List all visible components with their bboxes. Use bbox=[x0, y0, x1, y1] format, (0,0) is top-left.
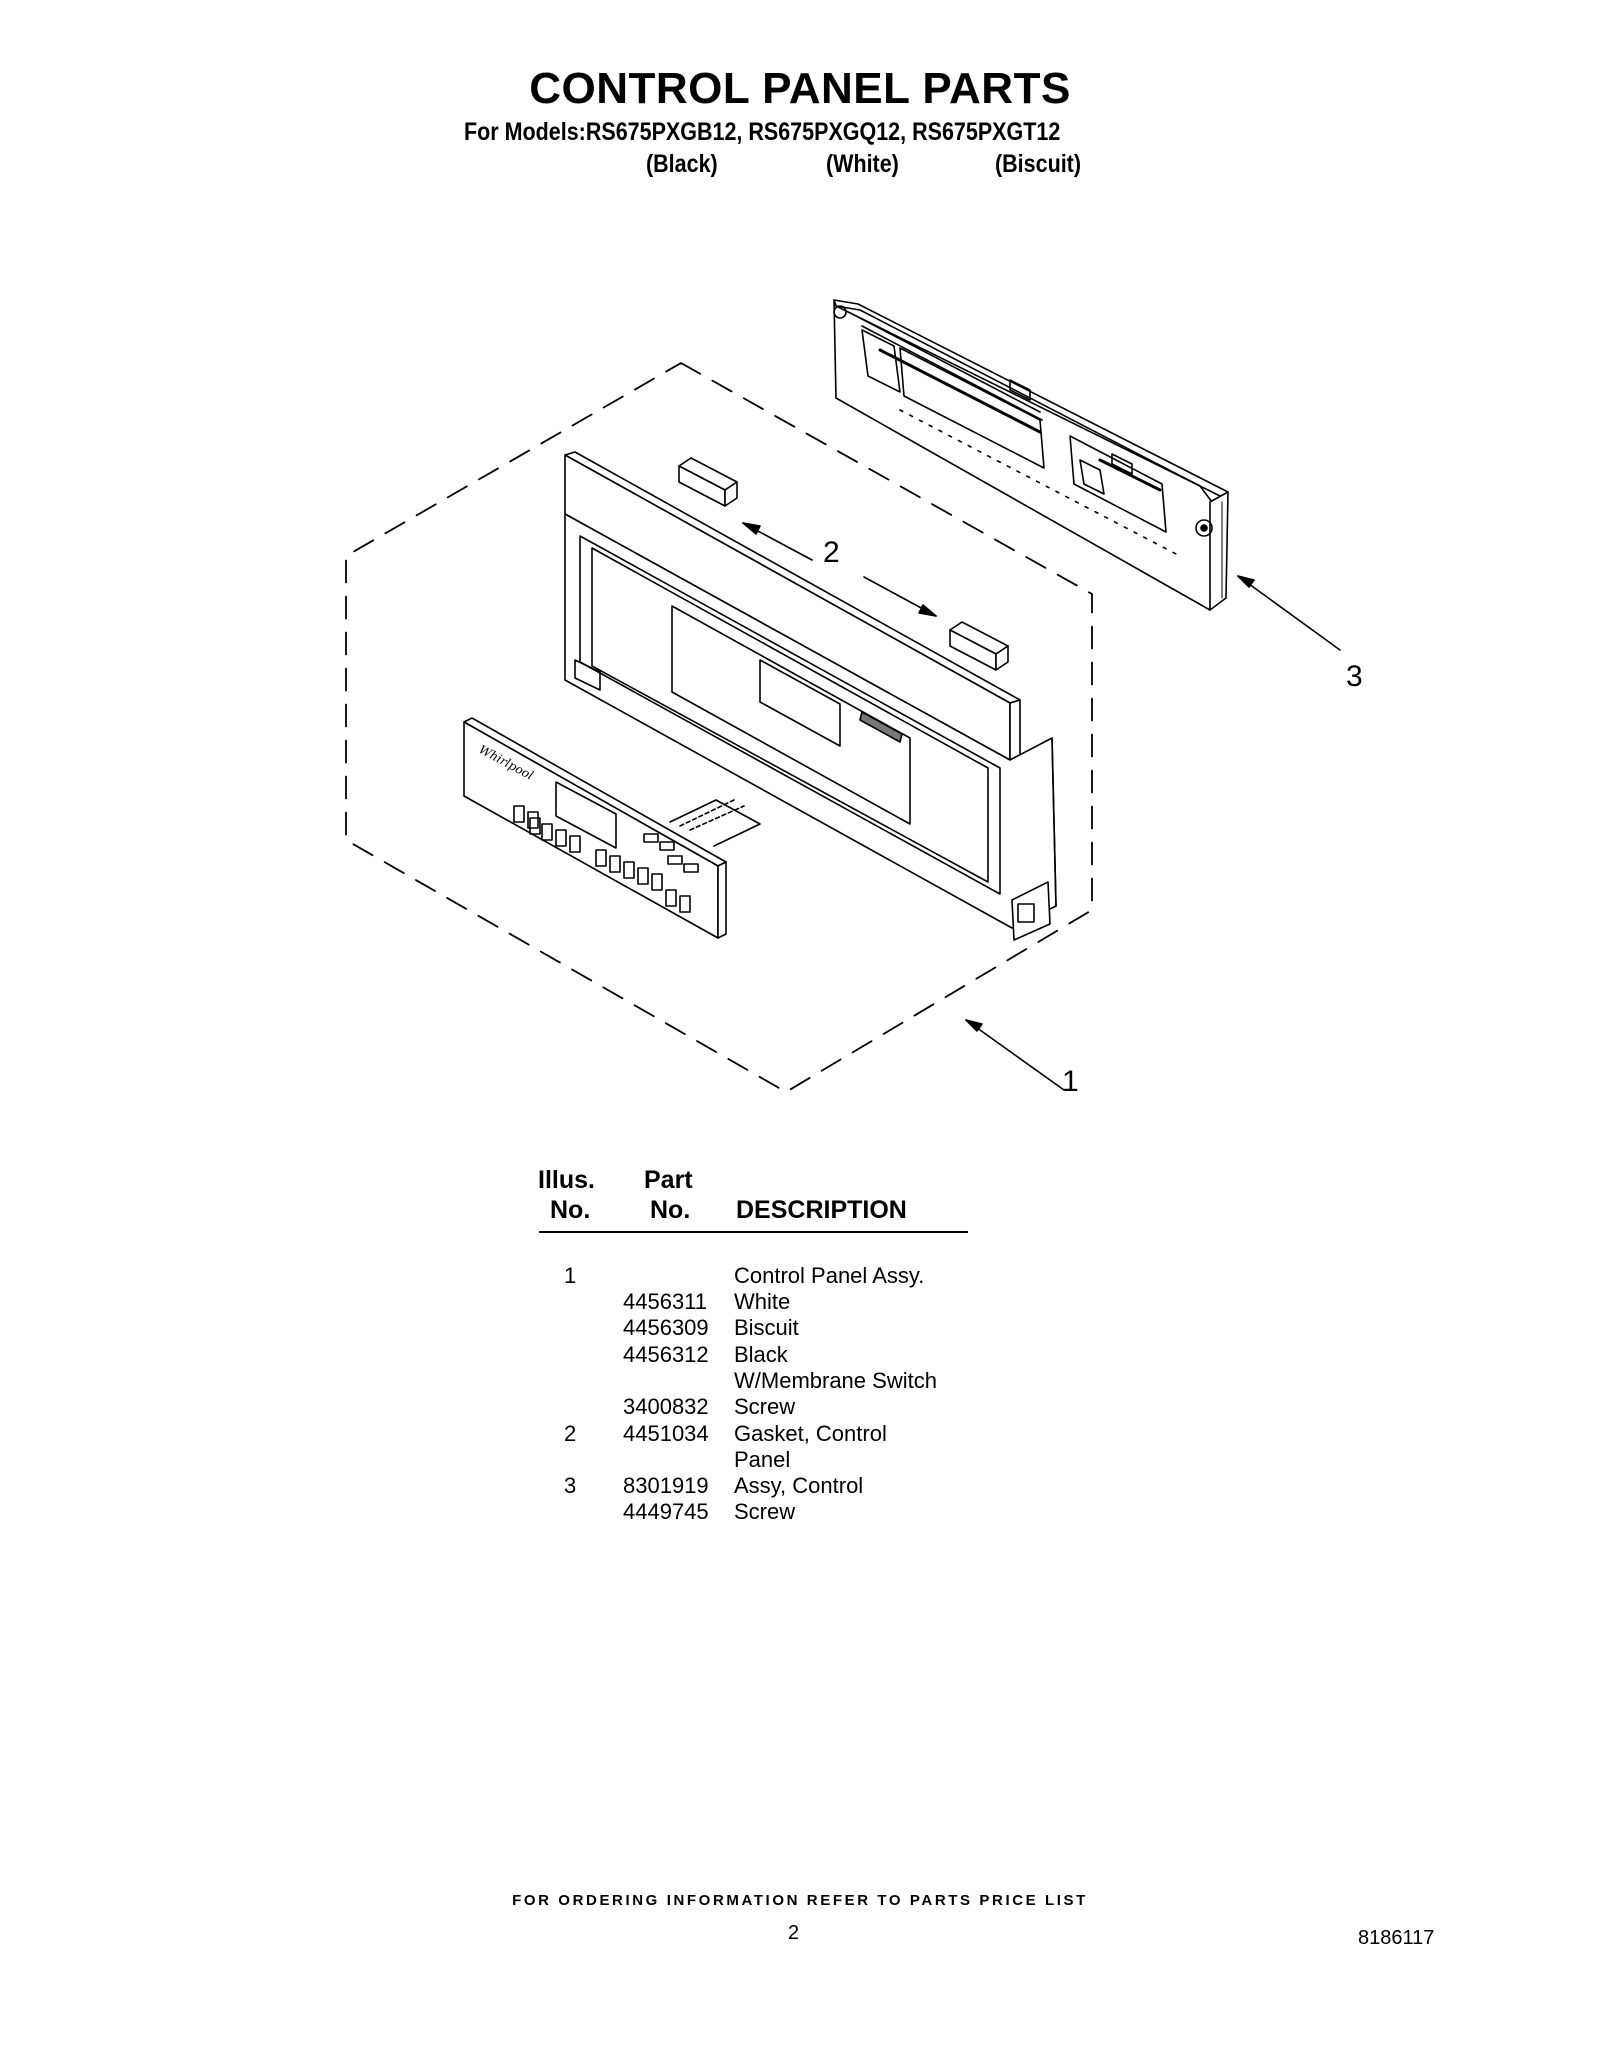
control-panel-frame-part-1 bbox=[564, 451, 1057, 941]
header-part-line2: No. bbox=[650, 1196, 691, 1224]
row-6-part: 3400832 bbox=[623, 1394, 709, 1419]
row-4-part: 4456312 bbox=[623, 1342, 709, 1367]
row-7-description: Gasket, Control bbox=[734, 1421, 887, 1446]
callout-2: 2 bbox=[823, 536, 840, 569]
row-2-part: 4456311 bbox=[623, 1289, 708, 1314]
models-line: For Models:RS675PXGB12, RS675PXGQ12, RS6… bbox=[464, 118, 1061, 146]
callout-3: 3 bbox=[1346, 660, 1363, 693]
header-description: DESCRIPTION bbox=[736, 1196, 907, 1224]
color-biscuit: (Biscuit) bbox=[995, 150, 1081, 178]
leader-arrows bbox=[742, 522, 1341, 1091]
row-9-part: 8301919 bbox=[623, 1473, 709, 1498]
header-illus-line2: No. bbox=[550, 1196, 591, 1224]
control-assembly-part-3 bbox=[833, 299, 1229, 611]
row-7-part: 4451034 bbox=[623, 1421, 709, 1446]
gasket-block-lower bbox=[949, 621, 1009, 671]
header-part-line1: Part bbox=[644, 1166, 693, 1194]
color-white: (White) bbox=[826, 150, 899, 178]
row-4-description: Black bbox=[734, 1342, 788, 1367]
row-2-description: White bbox=[734, 1289, 791, 1314]
header-illus-line1: Illus. bbox=[538, 1166, 595, 1194]
ordering-note: FOR ORDERING INFORMATION REFER TO PARTS … bbox=[512, 1892, 1088, 1909]
row-8-description: Panel bbox=[734, 1447, 791, 1472]
membrane-switch-overlay: Whirlpool bbox=[463, 717, 761, 939]
row-3-part: 4456309 bbox=[623, 1315, 709, 1340]
page-title: CONTROL PANEL PARTS bbox=[529, 64, 1071, 113]
exploded-parts-diagram: Whirlpool bbox=[345, 299, 1341, 1093]
gasket-block-upper bbox=[678, 457, 738, 507]
row-6-description: Screw bbox=[734, 1394, 796, 1419]
row-3-description: Biscuit bbox=[734, 1315, 799, 1340]
row-10-description: Screw bbox=[734, 1499, 796, 1524]
row-7-illus: 2 bbox=[564, 1421, 577, 1446]
row-10-part: 4449745 bbox=[623, 1499, 709, 1524]
row-5-description: W/Membrane Switch bbox=[734, 1368, 937, 1393]
row-9-illus: 3 bbox=[564, 1473, 577, 1498]
row-9-description: Assy, Control bbox=[734, 1473, 864, 1498]
row-1-description: Control Panel Assy. bbox=[734, 1263, 925, 1288]
color-black: (Black) bbox=[646, 150, 718, 178]
header-rule bbox=[539, 1231, 968, 1233]
callout-1: 1 bbox=[1062, 1065, 1079, 1098]
row-1-illus: 1 bbox=[564, 1263, 577, 1288]
assembly-boundary bbox=[345, 362, 1093, 1093]
page-number: 2 bbox=[788, 1922, 800, 1944]
document-number: 8186117 bbox=[1358, 1927, 1435, 1949]
